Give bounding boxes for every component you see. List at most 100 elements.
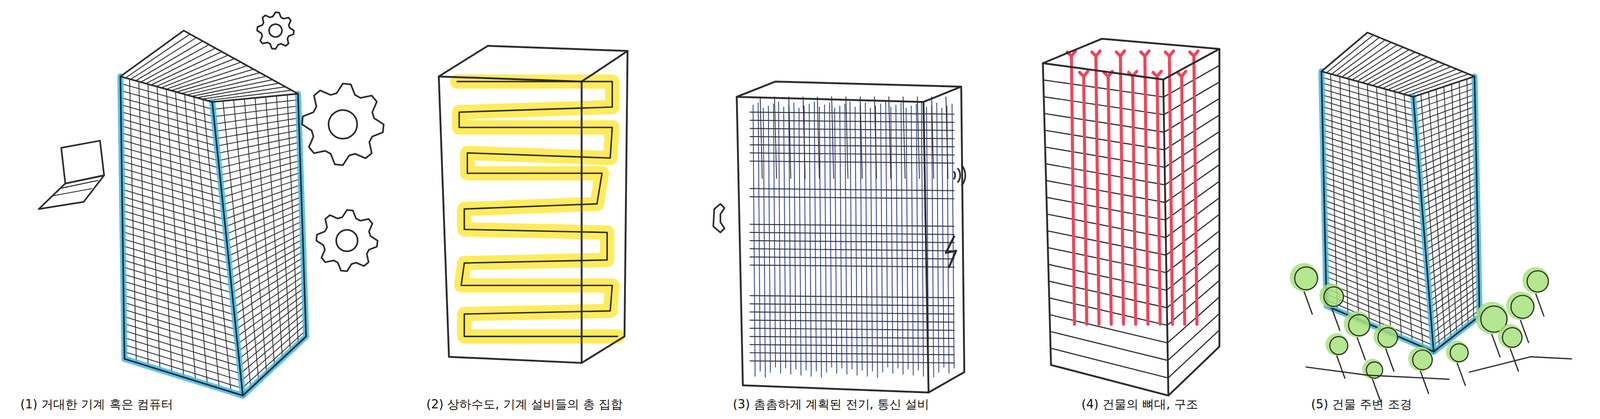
window-grid: [1431, 286, 1479, 320]
window-grid: [225, 202, 302, 234]
ground-line: [1469, 356, 1572, 373]
box-outline: [438, 50, 628, 363]
box-outline: [736, 81, 962, 102]
window-grid: [213, 106, 299, 117]
window-grid: [123, 274, 234, 308]
window-grid: [236, 281, 305, 330]
window-grid: [123, 281, 235, 315]
window-grid: [1050, 348, 1169, 378]
wifi-icon: [961, 164, 966, 186]
window-grid: [1165, 181, 1220, 220]
column-line: [1193, 50, 1199, 57]
window-grid: [1324, 218, 1426, 257]
caption-label: (1) 거대한 기계 혹은 컴퓨터: [20, 397, 174, 412]
wire-line: [870, 107, 873, 371]
panel-plumbing: [438, 45, 628, 363]
grid-line: [750, 256, 955, 259]
window-grid: [226, 209, 302, 242]
tree-crown: [1329, 336, 1348, 355]
roof-hatch: [196, 83, 279, 98]
window-grid: [233, 263, 304, 308]
laptop-keys: [53, 188, 93, 196]
window-grid: [124, 323, 240, 359]
building-outline: [1413, 96, 1434, 352]
grid-line: [750, 265, 955, 268]
tree-crown: [1377, 327, 1398, 348]
window-grid: [1321, 82, 1415, 110]
column-line: [1108, 76, 1112, 325]
wire-line: [844, 104, 847, 375]
window-grid: [123, 302, 237, 337]
window-grid: [1425, 214, 1478, 244]
gear-icon: [268, 24, 282, 38]
blue-highlight: [120, 76, 307, 396]
window-grid: [224, 190, 302, 220]
window-grid: [214, 112, 299, 125]
window-grid: [236, 287, 305, 338]
building-outline: [1321, 32, 1475, 97]
window-grid: [1426, 231, 1478, 263]
window-grid: [1428, 250, 1479, 282]
window-grid: [1426, 237, 1478, 269]
window-grid: [1324, 188, 1424, 225]
window-grid: [1322, 135, 1419, 167]
grid-line: [888, 96, 891, 179]
gear-icon: [336, 230, 358, 252]
window-grid: [239, 312, 306, 367]
wire-line: [880, 104, 883, 373]
building-outline: [120, 30, 299, 102]
building-outline: [120, 76, 307, 396]
window-grid: [234, 269, 304, 315]
gear-icon: [256, 12, 294, 49]
window-grid: [124, 351, 243, 389]
window-grid: [1425, 226, 1478, 257]
window-grid: [1324, 212, 1426, 250]
wire-line: [900, 102, 903, 375]
window-grid: [1430, 274, 1479, 307]
window-grid: [1322, 130, 1419, 161]
window-grid: [1433, 310, 1480, 346]
window-grid: [1321, 94, 1416, 123]
tree-stem: [1420, 371, 1429, 394]
column-line: [1095, 56, 1100, 325]
window-grid: [122, 245, 231, 279]
column-line: [1083, 71, 1088, 77]
grid-line: [750, 196, 955, 199]
window-grid: [1430, 280, 1479, 314]
window-grid: [1422, 184, 1477, 212]
grid-line: [831, 96, 834, 179]
grid-line: [750, 224, 955, 226]
tree-crown: [1527, 270, 1549, 293]
tree-crown: [1373, 324, 1399, 349]
window-grid: [228, 221, 303, 257]
window-grid: [123, 295, 237, 330]
grid-line: [750, 303, 955, 306]
window-grid: [1167, 263, 1220, 308]
window-grid: [1167, 280, 1220, 326]
window-grid: [1324, 206, 1425, 244]
blue-highlight: [1413, 96, 1434, 352]
tree-stem: [1535, 293, 1544, 316]
window-grid: [1164, 115, 1220, 150]
box-outline: [736, 86, 965, 393]
building-outline: [1321, 71, 1480, 352]
grid-line: [803, 96, 806, 179]
lightning-icon: [945, 236, 957, 268]
column-line: [1132, 76, 1137, 325]
window-grid: [123, 260, 233, 294]
window-grid: [1324, 200, 1425, 238]
window-grid: [1414, 88, 1475, 110]
window-grid: [1049, 314, 1168, 344]
grid-line: [750, 336, 955, 339]
tree-crown: [1319, 283, 1344, 308]
tree-stem: [1385, 348, 1394, 371]
tree-crown: [1502, 327, 1522, 348]
wire-line: [814, 101, 817, 371]
window-grid: [238, 306, 306, 359]
window-grid: [1324, 223, 1427, 263]
tree-stem: [1356, 337, 1366, 360]
box-outline: [1163, 79, 1169, 396]
column-line: [1144, 56, 1149, 325]
window-grid: [121, 175, 223, 206]
window-grid: [1166, 231, 1219, 273]
